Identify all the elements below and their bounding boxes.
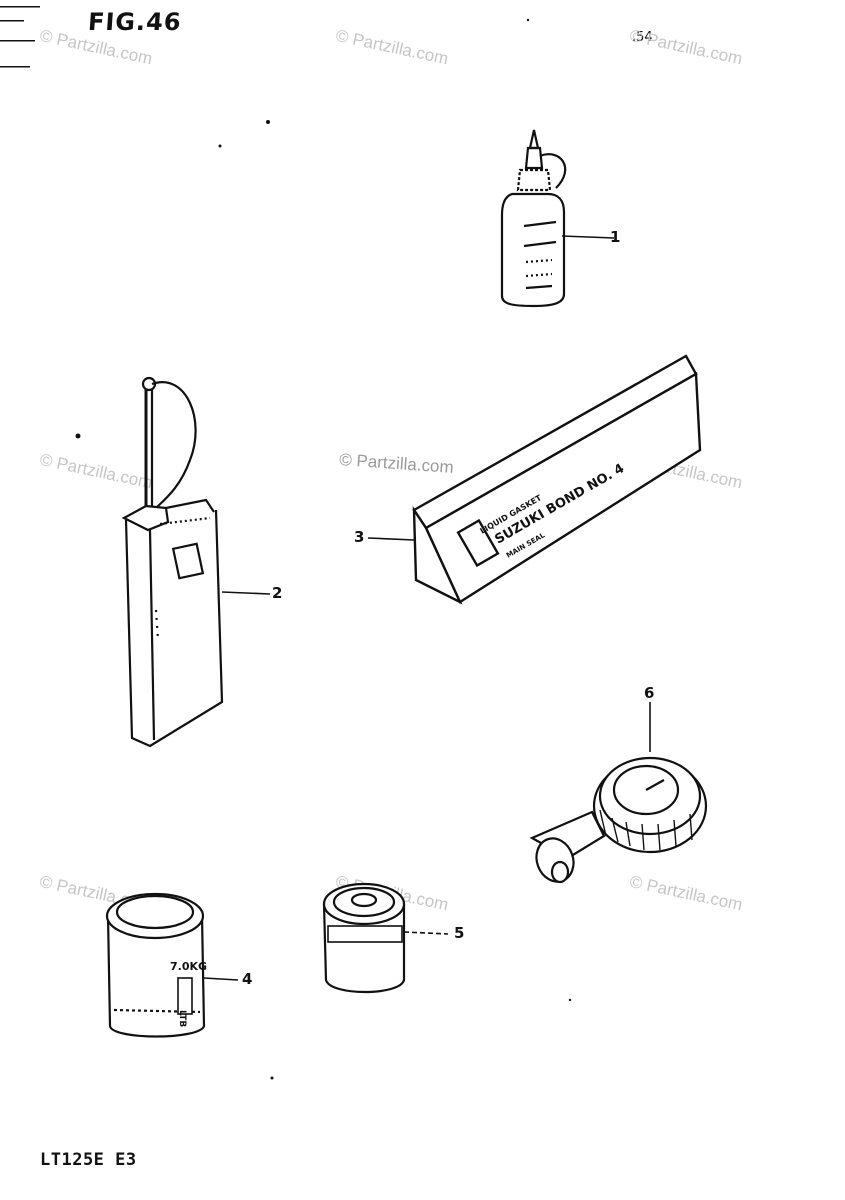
callout-1: 1 xyxy=(610,228,621,246)
oil-bottle-part xyxy=(500,129,615,308)
small-tin-part xyxy=(322,882,449,994)
callout-5: 5 xyxy=(454,924,465,942)
corner-mark: .54 xyxy=(632,30,653,45)
oil-can-part xyxy=(121,376,271,748)
scan-speckles xyxy=(0,6,572,1080)
tin-label-b: LTB xyxy=(177,1010,187,1027)
large-tin-part xyxy=(105,892,239,1038)
bond-box-part xyxy=(367,354,702,605)
callout-3: 3 xyxy=(354,528,365,546)
callout-6: 6 xyxy=(644,684,655,702)
pressure-gauge-part xyxy=(529,702,708,884)
model-code: LT125E E3 xyxy=(40,1150,137,1170)
callout-4: 4 xyxy=(242,970,253,988)
callout-2: 2 xyxy=(272,584,283,602)
tin-label-a: 7.0KG xyxy=(170,960,207,973)
